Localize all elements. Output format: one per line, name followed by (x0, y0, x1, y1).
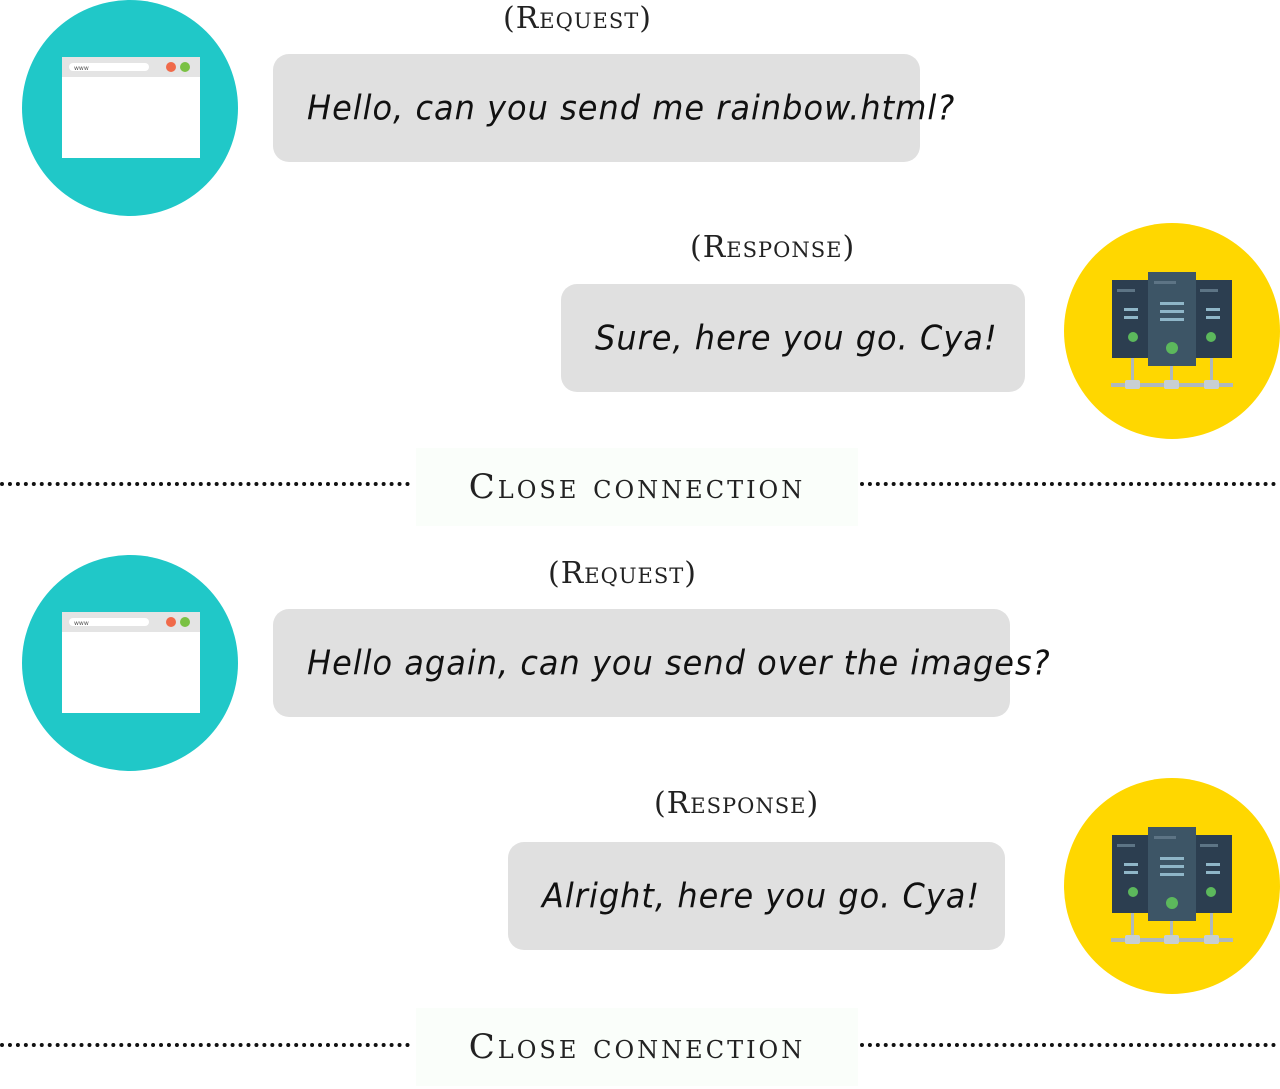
dotted-line-left-1 (0, 482, 410, 486)
request-label-1: (Request) (503, 1, 652, 36)
response-text-1: Sure, here you go. Cya! (595, 318, 998, 358)
close-connection-2: Close connection (416, 1008, 858, 1086)
request-label-2: (Request) (548, 556, 697, 591)
request-text-2: Hello again, can you send over the image… (307, 643, 1051, 683)
close-connection-label-1: Close connection (468, 467, 806, 507)
server-1 (1064, 223, 1280, 439)
browser-url-text: www (74, 65, 89, 72)
request-bubble-1: Hello, can you send me rainbow.html? (273, 54, 954, 162)
server-rack-icon (1111, 827, 1233, 944)
close-connection-label-2: Close connection (468, 1027, 806, 1067)
browser-window-icon: www (62, 612, 200, 713)
browser-window-icon: www (62, 57, 200, 158)
server-rack-icon (1111, 272, 1233, 389)
response-label-1: (Response) (690, 230, 856, 265)
request-bubble-2: Hello again, can you send over the image… (273, 609, 1050, 717)
response-text-2: Alright, here you go. Cya! (542, 876, 981, 916)
response-label-2: (Response) (654, 786, 820, 821)
dotted-line-right-2 (860, 1043, 1276, 1047)
close-connection-1: Close connection (416, 448, 858, 526)
response-bubble-2: Alright, here you go. Cya! (508, 842, 1005, 950)
browser-client-2: www (22, 555, 238, 771)
request-text-1: Hello, can you send me rainbow.html? (307, 88, 956, 128)
browser-url-text: www (74, 620, 89, 627)
response-bubble-1: Sure, here you go. Cya! (561, 284, 1025, 392)
browser-client-1: www (22, 0, 238, 216)
dotted-line-right-1 (860, 482, 1276, 486)
server-2 (1064, 778, 1280, 994)
dotted-line-left-2 (0, 1043, 410, 1047)
